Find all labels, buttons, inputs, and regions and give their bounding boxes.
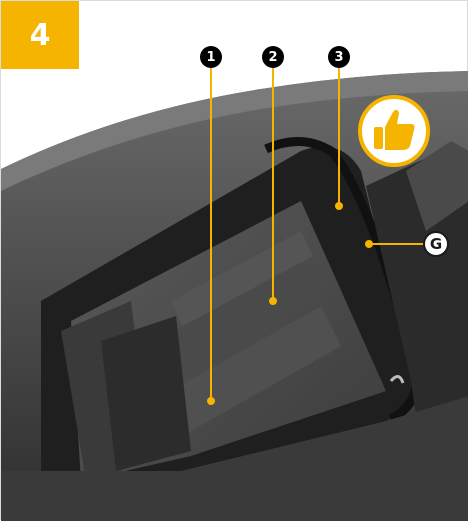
callout-1: 1 xyxy=(200,46,222,68)
thumbs-up-icon xyxy=(358,95,430,167)
callout-3: 3 xyxy=(328,46,350,68)
step-number-badge: 4 xyxy=(1,1,79,69)
callout-2: 2 xyxy=(262,46,284,68)
callout-g: G xyxy=(423,231,449,257)
